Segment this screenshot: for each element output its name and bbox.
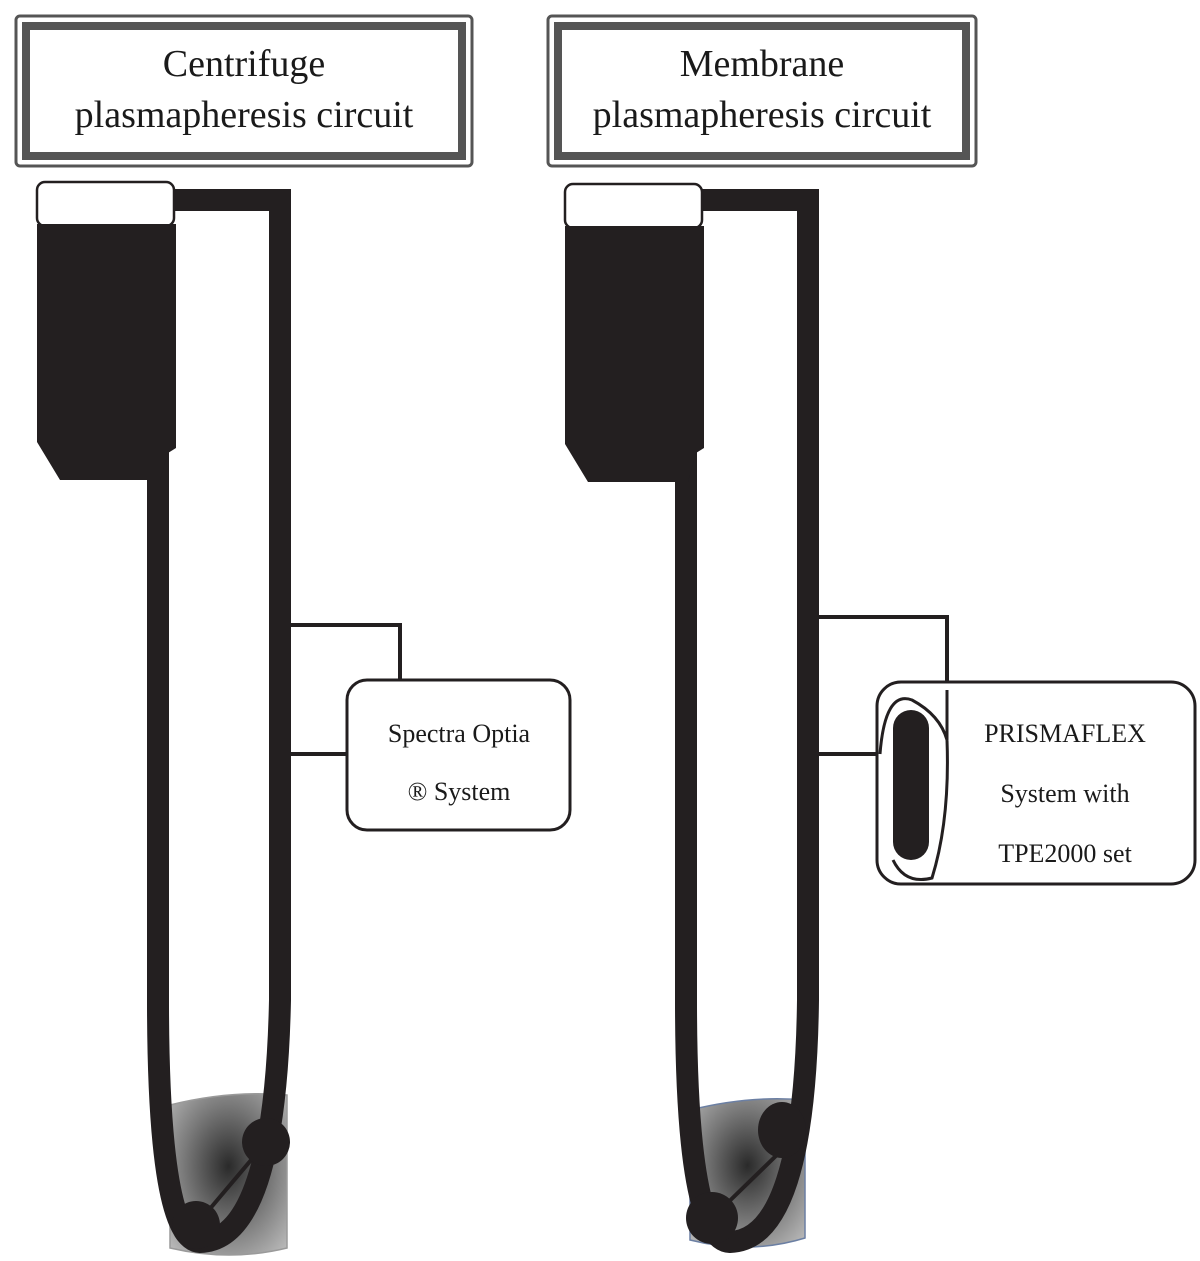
device-label-line-2: System with (1000, 779, 1129, 808)
device-label-line-1: Spectra Optia (388, 719, 531, 748)
device-connector-centrifuge (290, 623, 402, 756)
tubing-loop-centrifuge (147, 189, 291, 1254)
title-box-centrifuge: Centrifuge plasmapheresis circuit (14, 14, 474, 168)
device-connector-membrane (818, 615, 949, 756)
filter-cartridge-icon (878, 690, 949, 881)
blood-bag-icon (563, 182, 704, 482)
title-box-membrane: Membrane plasmapheresis circuit (546, 14, 978, 168)
panel-membrane: Membrane plasmapheresis circuit PRISMA (546, 14, 1197, 1254)
device-label-line-1: PRISMAFLEX (984, 719, 1146, 748)
blood-bag-icon (35, 180, 176, 480)
device-box-spectra-optia: Spectra Optia ® System (345, 678, 572, 832)
panel-centrifuge: Centrifuge plasmapheresis circuit Spec (14, 14, 572, 1256)
title-line-1: Membrane (680, 43, 845, 85)
title-line-1: Centrifuge (163, 43, 326, 85)
device-label-line-3: TPE2000 set (998, 839, 1132, 868)
title-line-2: plasmapheresis circuit (593, 94, 932, 136)
tubing-loop-membrane (675, 189, 819, 1254)
title-line-2: plasmapheresis circuit (75, 94, 414, 136)
device-box-prismaflex: PRISMAFLEX System with TPE2000 set (875, 680, 1197, 886)
device-label-line-2: ® System (408, 777, 511, 806)
